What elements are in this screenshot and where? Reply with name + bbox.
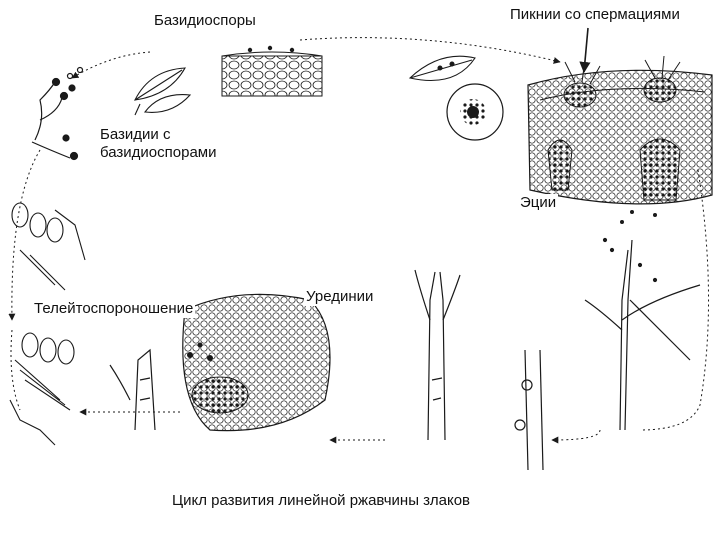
leaf-section-basidiospores: [222, 46, 322, 96]
teliospores-cluster: [10, 333, 74, 445]
magnified-pycnium-circle: [447, 84, 503, 140]
barberry-leaf-pycnia: [410, 56, 475, 80]
stem-germination: [515, 350, 543, 470]
wheat-plant-infected: [585, 239, 700, 431]
label-basidia: Базидии с базидиоспорами: [98, 126, 262, 162]
barberry-leaf-small: [135, 68, 190, 115]
label-aecia: Эции: [518, 194, 558, 212]
label-uredinia: Урединии: [304, 288, 375, 306]
uredinia-cross-section: [183, 294, 330, 430]
label-telia: Телейтоспороношение: [32, 300, 195, 318]
diagram-caption: Цикл развития линейной ржавчины злаков: [170, 492, 472, 510]
wheat-stem-uredinia: [415, 270, 460, 440]
label-basidiospores: Базидиоспоры: [152, 12, 258, 30]
teliospores-germinating: [12, 203, 85, 290]
basidia-illustration: [32, 68, 83, 160]
label-pycnia: Пикнии со спермациями: [508, 6, 682, 24]
stem-telia: [110, 350, 155, 430]
